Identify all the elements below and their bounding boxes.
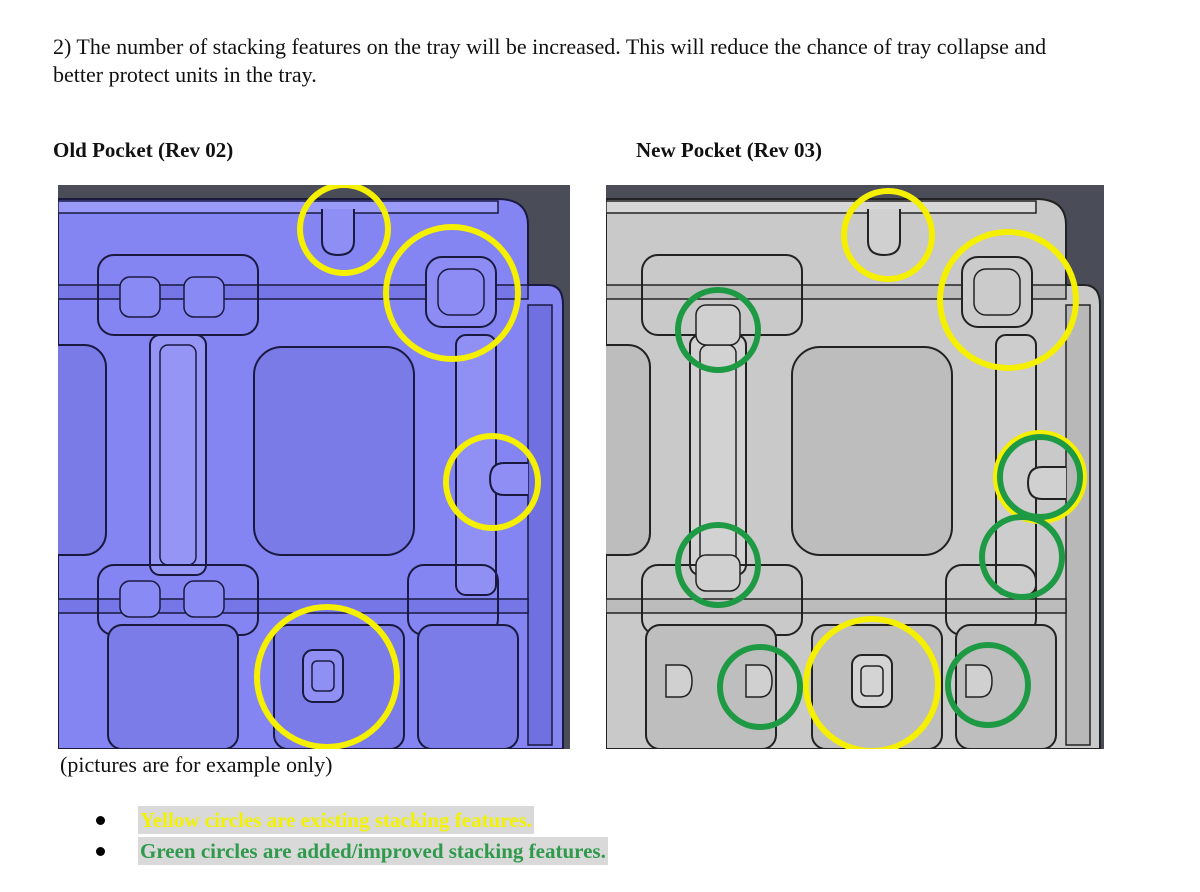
existing-feature-marker xyxy=(254,604,400,749)
legend-yellow-text: Yellow circles are existing stacking fea… xyxy=(138,806,534,834)
bullet-icon xyxy=(96,816,105,825)
intro-line-2: better protect units in the tray. xyxy=(53,62,317,87)
intro-paragraph: 2) The number of stacking features on th… xyxy=(53,33,1163,89)
existing-feature-marker xyxy=(937,229,1079,371)
existing-feature-marker xyxy=(841,188,935,282)
old-pocket-caption: Old Pocket (Rev 02) xyxy=(53,138,234,162)
added-feature-marker xyxy=(717,644,803,730)
added-feature-marker xyxy=(675,522,761,608)
example-note: (pictures are for example only) xyxy=(60,752,333,777)
added-feature-marker xyxy=(945,642,1031,728)
legend-green-text: Green circles are added/improved stackin… xyxy=(138,837,608,865)
existing-feature-marker xyxy=(383,224,521,362)
intro-line-1: 2) The number of stacking features on th… xyxy=(53,34,1047,59)
new-pocket-image xyxy=(606,185,1104,749)
added-feature-marker xyxy=(979,514,1065,600)
added-feature-marker xyxy=(997,434,1083,520)
existing-feature-marker xyxy=(803,616,941,749)
existing-feature-marker xyxy=(443,433,541,531)
existing-feature-marker xyxy=(297,185,391,276)
bullet-icon xyxy=(96,847,105,856)
added-feature-marker xyxy=(675,287,761,373)
old-pocket-image xyxy=(58,185,570,749)
new-pocket-caption: New Pocket (Rev 03) xyxy=(636,138,823,162)
